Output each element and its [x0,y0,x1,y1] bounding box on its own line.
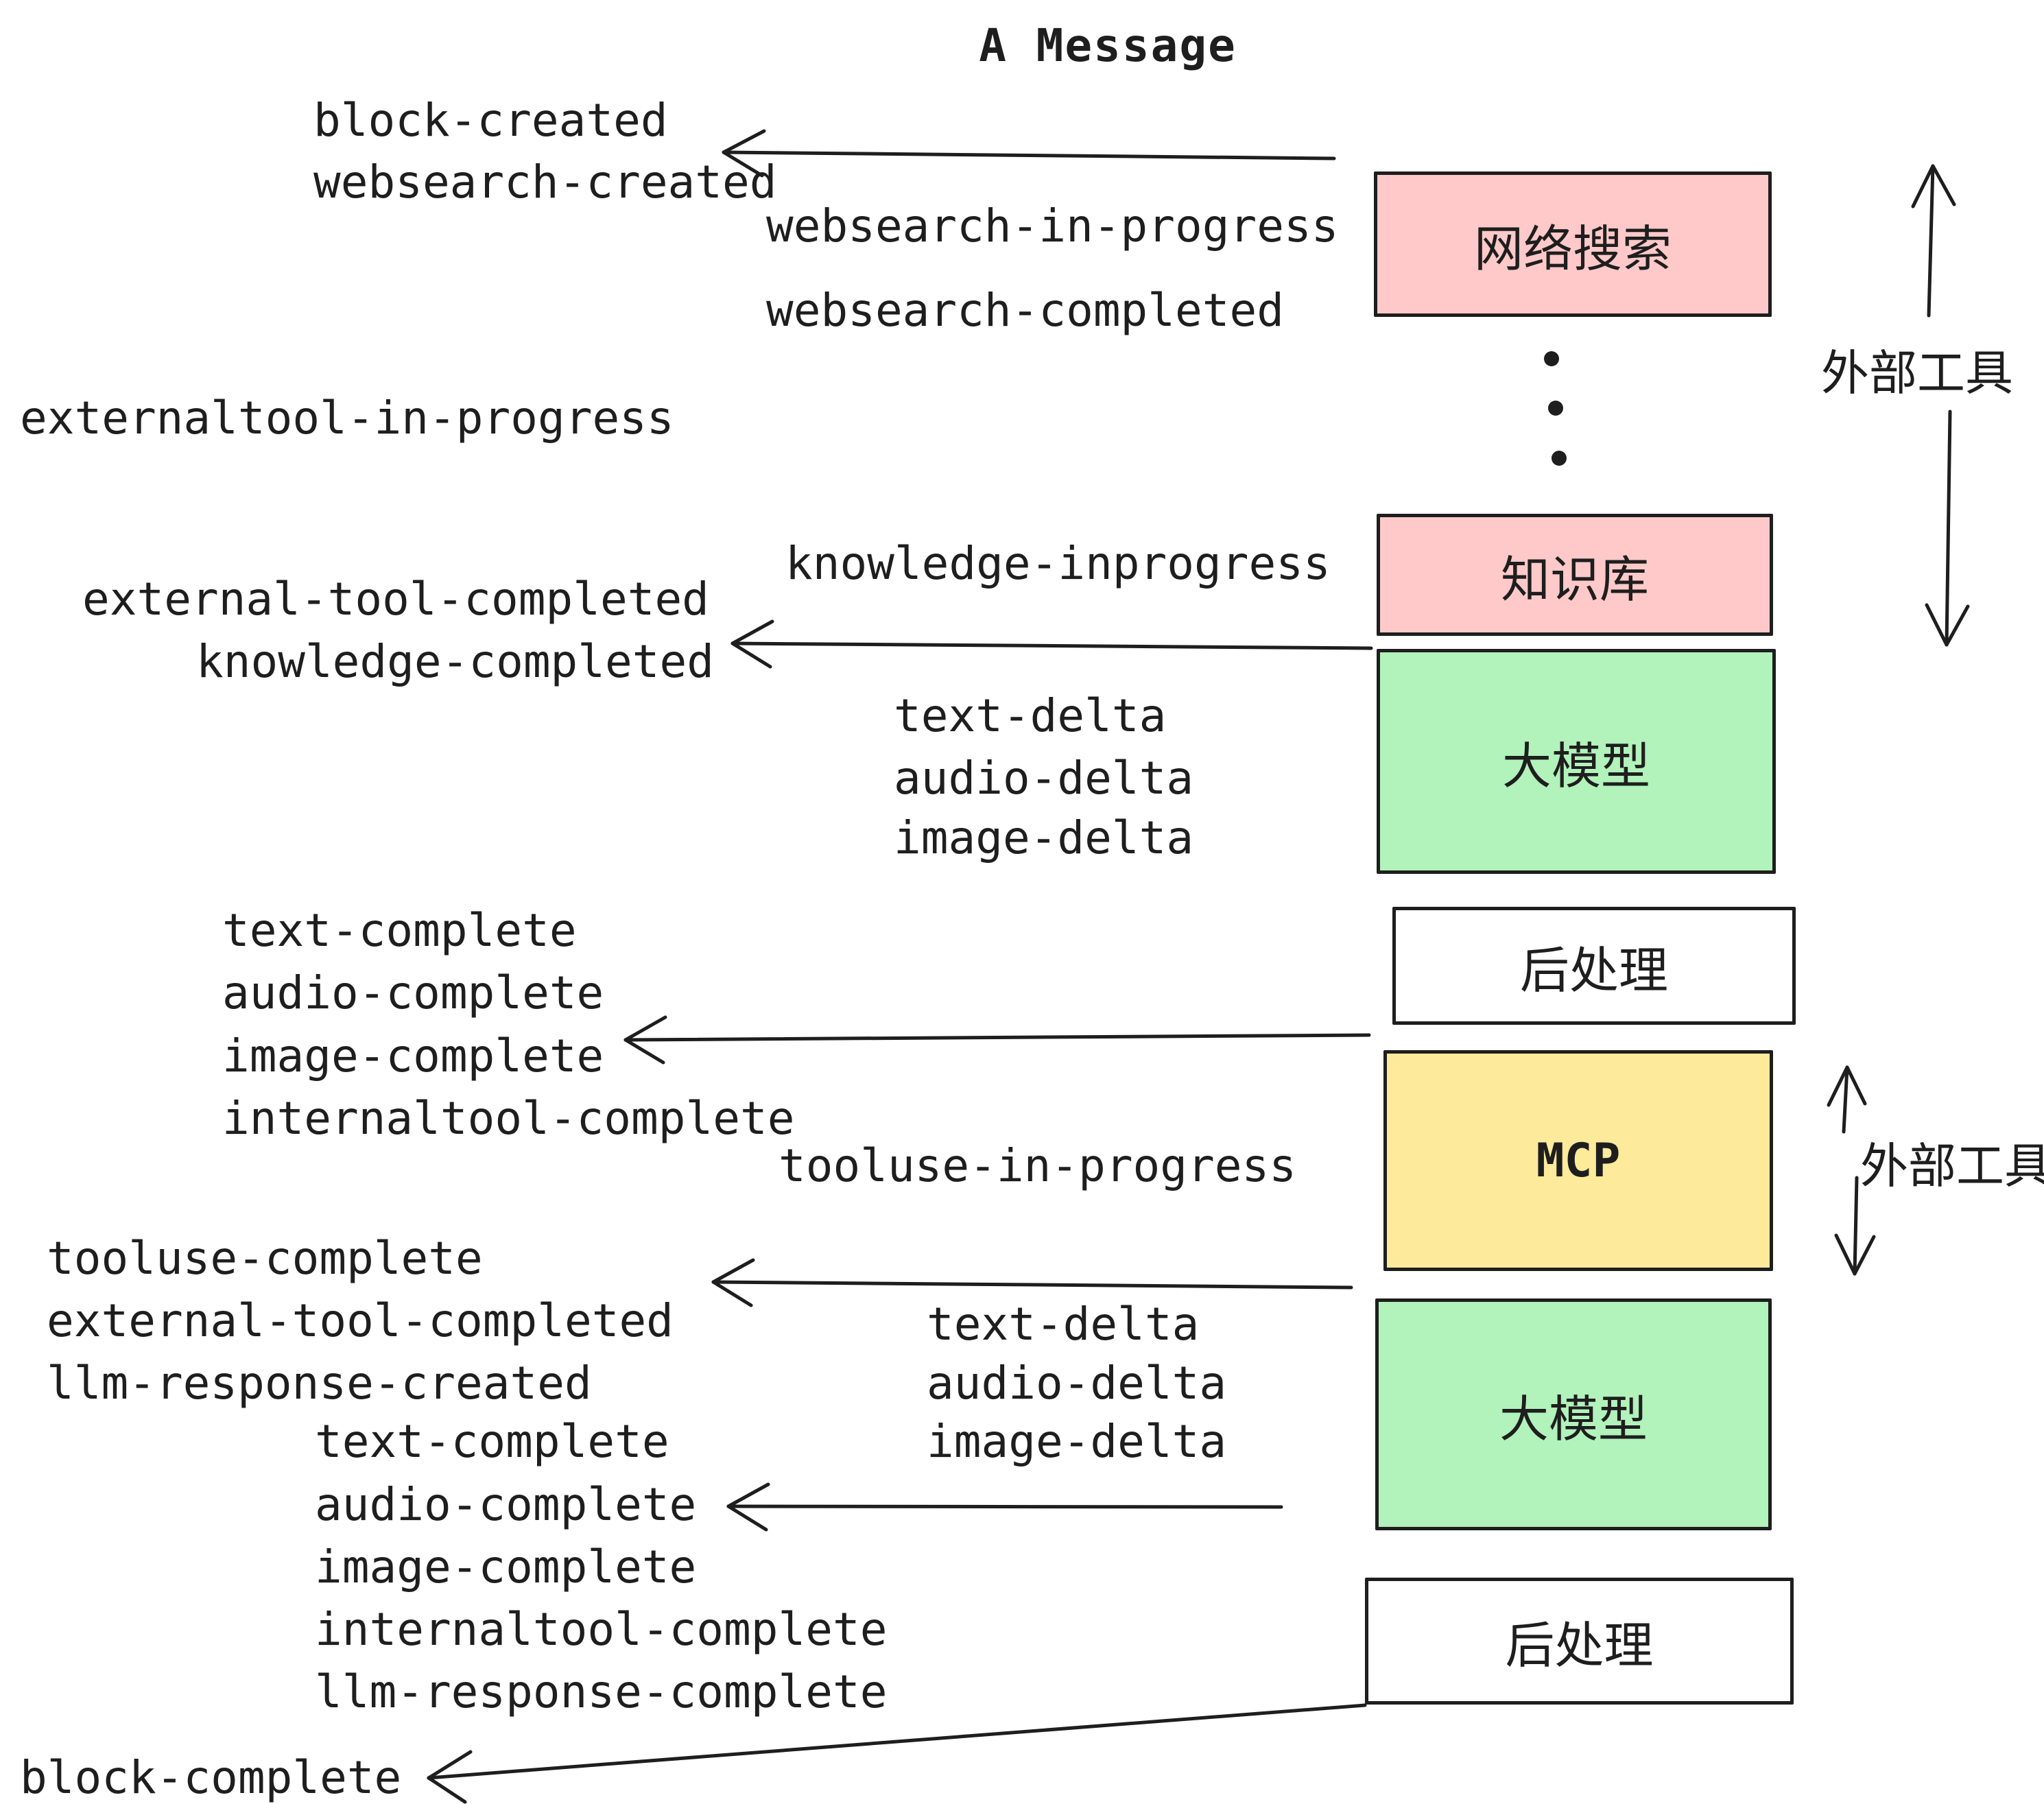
external-tools-down-arrow-1 [1925,410,1970,647]
arrow-to-knowledge-completed [730,619,1373,669]
arrow-to-block-complete [427,1703,1367,1804]
postprocess-box-2-label: 后处理 [1505,1619,1654,1674]
event-label-text-delta-1: text-delta [894,689,1167,742]
event-label-audio-complete-1: audio-complete [222,966,604,1019]
model-box-2: 大模型 [1375,1298,1772,1530]
event-label-audio-delta-1: audio-delta [894,752,1194,805]
vertical-ellipsis-dots [1544,351,1567,466]
arrow-to-image-complete [623,1015,1371,1065]
event-label-image-delta-1: image-delta [894,811,1194,864]
postprocess-box-2: 后处理 [1365,1578,1794,1705]
event-label-websearch-in-progress: websearch-in-progress [766,200,1339,252]
event-label-tooluse-complete: tooluse-complete [47,1232,483,1285]
knowledge-box: 知识库 [1377,514,1773,636]
event-label-audio-complete-2: audio-complete [315,1478,697,1531]
mcp-box-label: MCP [1536,1133,1621,1188]
external-tools-label-2: 外部工具 [1860,1139,2044,1193]
diagram-title: A Message [979,19,1237,72]
event-label-externaltool-in-progress: externaltool-in-progress [20,392,674,444]
model-box-2-label: 大模型 [1499,1392,1648,1447]
event-label-tooluse-in-progress: tooluse-in-progress [779,1139,1296,1192]
event-label-image-delta-2: image-delta [927,1415,1227,1468]
event-label-llm-response-created: llm-response-created [47,1357,592,1410]
arrow-to-websearch-created [722,129,1336,178]
postprocess-box-1: 后处理 [1392,907,1796,1025]
event-label-internaltool-complete-2: internaltool-complete [315,1603,888,1656]
mcp-box: MCP [1383,1050,1773,1271]
model-box-1-label: 大模型 [1501,739,1650,794]
event-label-block-created: block-created [313,94,668,147]
event-label-image-complete-2: image-complete [315,1541,697,1593]
external-tools-label-1: 外部工具 [1821,346,2013,400]
websearch-box-label: 网络搜索 [1473,222,1672,277]
external-tools-up-arrow-2 [1827,1065,1867,1134]
event-label-knowledge-completed: knowledge-completed [196,635,714,688]
arrow-to-audio-complete [726,1482,1283,1532]
event-label-text-complete-1: text-complete [222,904,577,957]
event-label-audio-delta-2: audio-delta [927,1357,1227,1410]
event-label-websearch-completed: websearch-completed [766,284,1284,337]
event-label-image-complete-1: image-complete [222,1030,604,1082]
event-label-knowledge-inprogress: knowledge-inprogress [785,537,1331,590]
event-label-text-delta-2: text-delta [927,1298,1200,1351]
model-box-1: 大模型 [1377,649,1776,874]
event-label-external-tool-completed-2: external-tool-completed [47,1294,674,1347]
websearch-box: 网络搜索 [1374,171,1772,317]
event-label-internaltool-complete-1: internaltool-complete [222,1092,795,1145]
event-label-external-tool-completed: external-tool-completed [82,573,709,626]
event-label-websearch-created: websearch-created [313,156,777,209]
event-label-text-complete-2: text-complete [315,1415,669,1468]
postprocess-box-1-label: 后处理 [1519,943,1668,999]
event-label-block-complete: block-complete [20,1751,402,1804]
knowledge-box-label: 知识库 [1500,552,1649,608]
event-label-llm-response-complete: llm-response-complete [315,1665,888,1718]
external-tools-up-arrow-1 [1911,164,1956,318]
